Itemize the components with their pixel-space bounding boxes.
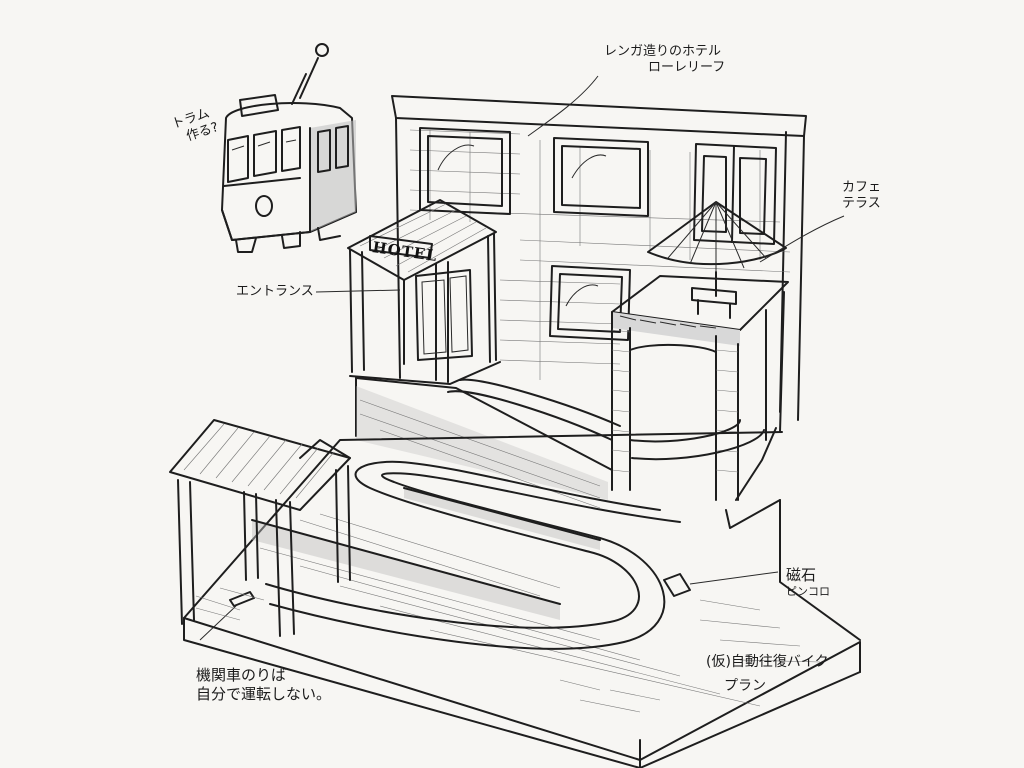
- cafe-terrace: [611, 201, 789, 501]
- sensor-note: 磁石 ピンコロ: [786, 566, 830, 599]
- hotel-note: レンガ造りのホテル ローレリーフ: [604, 44, 725, 77]
- loco-note-line2: 自分で運転しない。: [196, 684, 332, 703]
- tram-drawing: [221, 43, 357, 253]
- loco-shelter: [169, 419, 351, 641]
- loco-note: 機関車のりば 自分で運転しない。: [196, 666, 331, 704]
- hotel-note-line1: レンガ造りのホテル: [604, 44, 722, 59]
- sensor-note-line2: ピンコロ: [786, 584, 830, 598]
- plan-note: (仮)自動往復バイク プラン: [706, 654, 829, 695]
- plan-note-line2: プラン: [724, 677, 766, 694]
- cafe-note-line2: テラス: [842, 196, 881, 212]
- hotel-note-line2: ローレリーフ: [648, 60, 726, 76]
- diorama-base: [183, 431, 861, 768]
- loco-note-line1: 機関車のりば: [196, 666, 287, 684]
- upper-level: [355, 377, 781, 529]
- entrance-structure: HOTEL: [347, 199, 501, 385]
- entrance-note: エントランス: [236, 284, 314, 299]
- plan-note-line1: (仮)自動往復バイク: [706, 654, 829, 670]
- hotel-building: [391, 95, 807, 421]
- leader-lines: [315, 75, 845, 293]
- cafe-note: カフェ テラス: [842, 180, 881, 213]
- sensor-note-line1: 磁石: [786, 566, 817, 584]
- cafe-note-line1: カフェ: [842, 180, 882, 195]
